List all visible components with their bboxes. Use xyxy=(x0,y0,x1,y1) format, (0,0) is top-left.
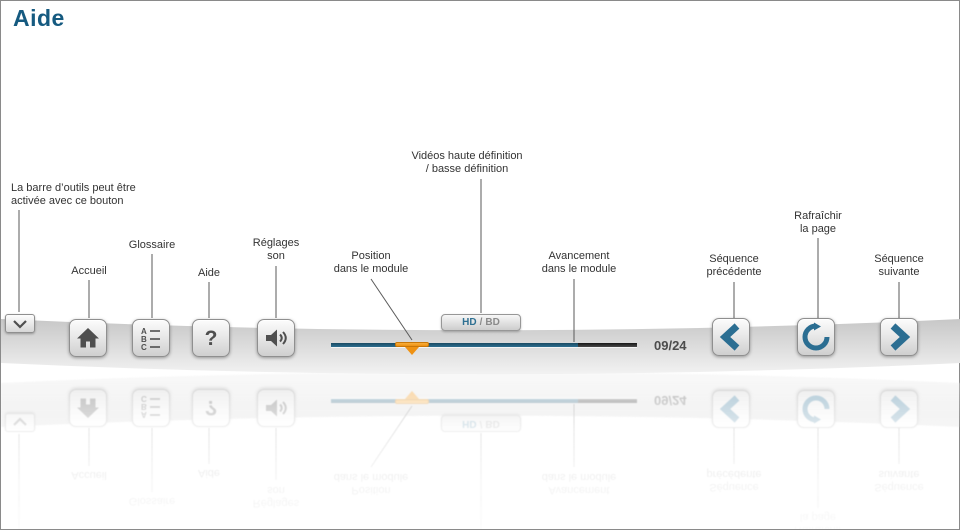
svg-text:A: A xyxy=(141,410,147,419)
callout-lines xyxy=(18,404,900,529)
callout-progress: Avancement dans le module xyxy=(541,471,617,496)
hd-bd-toggle-button[interactable]: HD / BD xyxy=(441,314,521,331)
slider-track-remaining xyxy=(578,399,637,403)
refresh-page-button[interactable] xyxy=(797,318,835,356)
chevron-down-icon xyxy=(13,417,27,427)
callout-next: Séquence suivante xyxy=(874,468,924,493)
help-button[interactable]: ? xyxy=(192,319,230,357)
slider-track-progress xyxy=(331,399,578,403)
glossary-button: A B C xyxy=(132,389,170,427)
hd-bd-separator: / xyxy=(479,317,483,328)
chevron-right-icon xyxy=(890,395,911,423)
toolbar-scene: La barre d’outils peut être activée avec… xyxy=(1,1,960,375)
callout-glossary: Glossaire xyxy=(128,495,176,507)
refresh-icon xyxy=(802,395,830,424)
previous-sequence-button xyxy=(712,390,750,428)
slider-track-progress xyxy=(331,343,578,347)
home-button xyxy=(69,389,107,427)
callout-help: Aide xyxy=(197,267,221,279)
glossary-icon: A B C xyxy=(141,327,160,350)
sound-settings-button xyxy=(257,389,295,427)
marker-arrow-down-icon xyxy=(405,347,419,355)
question-mark-icon: ? xyxy=(204,326,218,350)
page-title: Aide xyxy=(13,5,65,31)
speaker-icon xyxy=(266,399,287,417)
hd-bd-toggle-button: HD / BD xyxy=(441,415,521,432)
callout-sound: Réglages son xyxy=(252,484,300,509)
hd-bd-separator: / xyxy=(479,418,483,429)
speaker-icon xyxy=(266,329,287,347)
home-icon xyxy=(77,398,99,418)
callout-hd-bd: Vidéos haute définition / basse définiti… xyxy=(411,150,523,175)
svg-text:C: C xyxy=(141,343,147,350)
svg-text:B: B xyxy=(141,402,147,411)
help-button: ? xyxy=(192,389,230,427)
callout-previous: Séquence précédente xyxy=(706,468,762,493)
toolbar-toggle-button[interactable] xyxy=(5,314,35,333)
callout-position: Position dans le module xyxy=(333,250,409,275)
marker-bar xyxy=(395,399,429,404)
refresh-icon xyxy=(802,322,830,351)
marker-bar xyxy=(395,342,429,347)
callout-refresh: Rafraîchir la page xyxy=(794,511,842,529)
previous-sequence-button[interactable] xyxy=(712,318,750,356)
callout-glossary: Glossaire xyxy=(128,239,176,251)
callout-next: Séquence suivante xyxy=(874,253,924,278)
callout-home: Accueil xyxy=(71,469,107,481)
chevron-left-icon xyxy=(719,395,740,423)
bd-label: BD xyxy=(485,317,500,328)
refresh-page-button xyxy=(797,390,835,428)
callout-progress: Avancement dans le module xyxy=(541,250,617,275)
callout-previous: Séquence précédente xyxy=(706,253,762,278)
home-icon xyxy=(77,328,99,348)
hd-label: HD xyxy=(462,418,477,429)
callout-refresh: Rafraîchir la page xyxy=(794,210,842,235)
toolbar-scene-reflection: La barre d’outils peut être activée avec… xyxy=(1,373,960,529)
page-counter: 09/24 xyxy=(654,393,687,408)
glossary-button[interactable]: A B C xyxy=(132,319,170,357)
svg-text:C: C xyxy=(141,396,147,403)
module-position-slider[interactable] xyxy=(331,342,637,356)
hd-label: HD xyxy=(462,317,477,328)
toolbar-toggle-button xyxy=(5,413,35,432)
slider-position-marker[interactable] xyxy=(395,342,429,356)
next-sequence-button[interactable] xyxy=(880,318,918,356)
callout-toolbar-toggle: La barre d’outils peut être activée avec… xyxy=(11,182,136,207)
callout-line-position xyxy=(370,405,413,468)
next-sequence-button xyxy=(880,390,918,428)
chevron-right-icon xyxy=(890,323,911,351)
reflection: La barre d’outils peut être activée avec… xyxy=(1,373,960,529)
sound-settings-button[interactable] xyxy=(257,319,295,357)
callout-home: Accueil xyxy=(71,265,107,277)
slider-track-remaining xyxy=(578,343,637,347)
home-button[interactable] xyxy=(69,319,107,357)
svg-text:B: B xyxy=(141,335,147,344)
chevron-down-icon xyxy=(13,319,27,329)
bd-label: BD xyxy=(485,418,500,429)
callout-sound: Réglages son xyxy=(252,237,300,262)
svg-text:A: A xyxy=(141,327,147,336)
glossary-icon: A B C xyxy=(141,396,160,419)
callout-position: Position dans le module xyxy=(333,471,409,496)
callout-help: Aide xyxy=(197,467,221,479)
page-counter: 09/24 xyxy=(654,338,687,353)
chevron-left-icon xyxy=(719,323,740,351)
question-mark-icon: ? xyxy=(204,396,218,420)
